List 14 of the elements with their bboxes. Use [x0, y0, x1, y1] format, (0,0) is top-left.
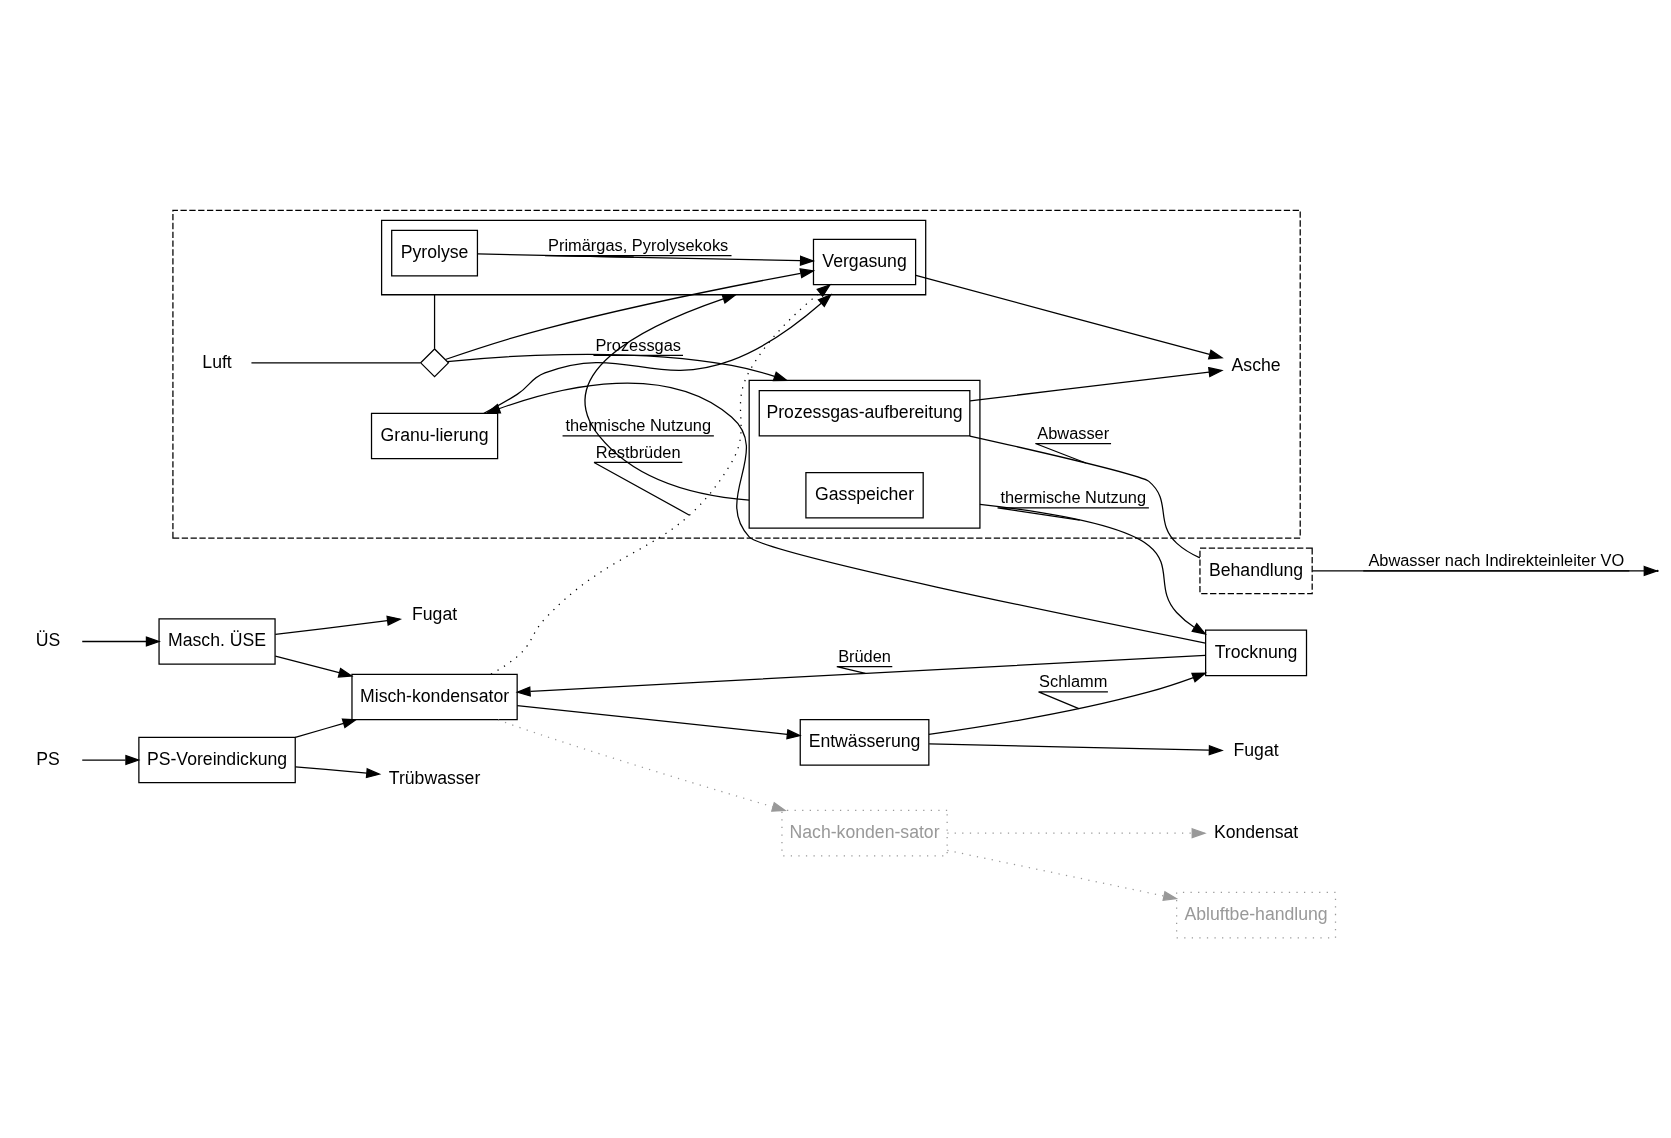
node-text: ÜS — [35, 630, 60, 651]
node-text: Kondensat — [1213, 821, 1298, 842]
edge-label: Schlamm — [1038, 672, 1107, 691]
node-text: Fugat — [411, 603, 457, 624]
node-text: Luft — [201, 351, 232, 372]
node-text: PS — [35, 748, 60, 769]
edge-label: Abwasser — [1036, 424, 1109, 442]
node-text: Fugat — [1233, 739, 1279, 760]
node-text: Asche — [1231, 355, 1281, 376]
edge-label: thermische Nutzung — [999, 488, 1146, 507]
edge-label: Primärgas, Pyrolysekoks — [547, 236, 728, 255]
node-text: Trübwasser — [388, 767, 480, 788]
edge-label: Brüden — [837, 647, 891, 666]
edge-label: Abwasser nach Indirekteinleiter VO — [1367, 551, 1624, 570]
